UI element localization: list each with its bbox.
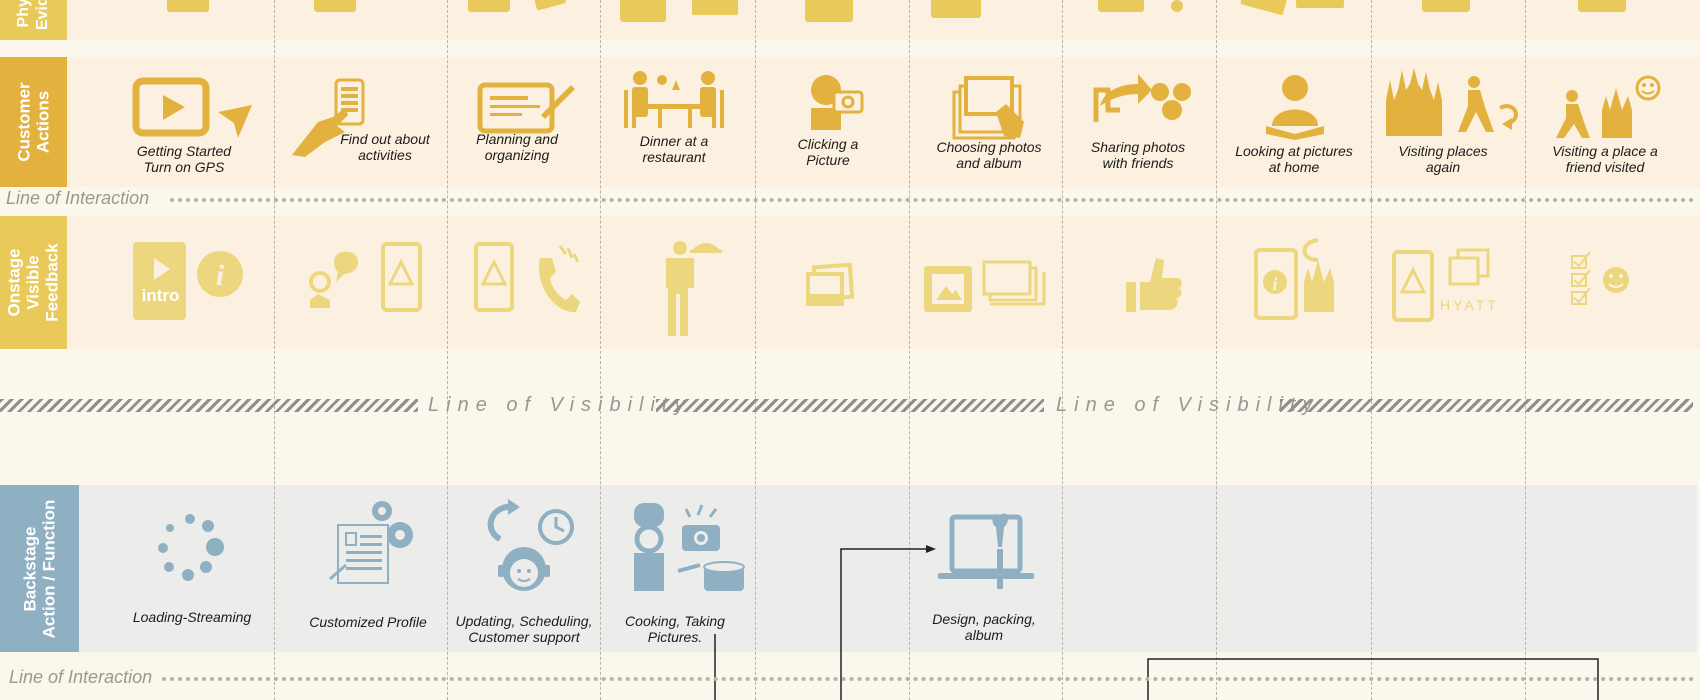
reading-person-icon — [1266, 75, 1324, 140]
alert-hotel-icon — [1392, 248, 1490, 322]
thumbs-up-icon — [1126, 258, 1182, 312]
checklist-smiley-icon — [1571, 251, 1629, 305]
backstage-action-label: Design, packing, album — [932, 611, 1036, 643]
intro-video-icon — [133, 242, 186, 320]
dinner-table-icon — [624, 71, 724, 128]
visiting-cathedral-icon — [1386, 68, 1518, 136]
visiting-friend-place-icon — [1556, 75, 1661, 138]
customer-action-label: Choosing photos and album — [936, 139, 1042, 171]
photo-album-icon — [952, 76, 1024, 140]
intro-label: intro — [141, 286, 180, 305]
profile-settings-icon — [329, 501, 413, 584]
support-update-icon — [487, 499, 574, 591]
line-of-visibility — [1280, 399, 1693, 412]
column-divider — [755, 0, 756, 700]
customer-action-label: Looking at pictures at home — [1235, 143, 1353, 175]
play-video-icon — [132, 77, 252, 138]
column-divider — [600, 0, 601, 700]
customer-action-label: Find out about activities — [340, 131, 430, 163]
row-label-evidence: Physical Evidence — [0, 0, 67, 40]
alert-phone-icon — [474, 242, 580, 313]
waiter-icon — [666, 241, 722, 336]
column-divider — [1371, 0, 1372, 700]
share-smiley-icon — [1093, 74, 1191, 122]
line-of-interaction — [162, 677, 1695, 681]
line-of-visibility — [656, 399, 1044, 412]
evidence-icons — [167, 0, 1626, 22]
customer-action-label: Sharing photos with friends — [1090, 139, 1186, 171]
row-label-onstage: Onstage Visible Feedback — [0, 216, 67, 349]
column-divider — [274, 0, 275, 700]
customer-action-label: Visiting places again — [1398, 143, 1488, 175]
svg-text:i: i — [216, 259, 225, 292]
framed-pictures-icon — [924, 260, 1046, 312]
connector-arrow — [840, 548, 930, 700]
line-of-visibility-label: Line of Visibility — [1056, 394, 1320, 416]
onstage-feedback-icons: i — [133, 238, 1629, 336]
backstage-icons — [158, 499, 1034, 591]
backstage-action-label: Updating, Scheduling, Customer support — [455, 613, 593, 645]
line-of-visibility — [0, 399, 418, 412]
row-label-backstage: Backstage Action / Function — [0, 485, 79, 652]
arrowhead-icon — [926, 545, 936, 553]
column-divider — [909, 0, 910, 700]
planning-form-icon — [477, 82, 575, 134]
customer-action-label: Dinner at a restaurant — [639, 133, 709, 165]
customer-action-icons — [132, 68, 1661, 157]
hyatt-label: HYATT — [1440, 297, 1499, 313]
backstage-action-label: Customized Profile — [309, 614, 427, 630]
row-label-customer-actions: Customer Actions — [0, 57, 67, 187]
person-camera-icon — [811, 75, 864, 130]
design-laptop-icon — [938, 513, 1034, 589]
loading-spinner-icon — [158, 514, 224, 581]
backstage-band — [0, 485, 1697, 652]
backstage-action-label: Cooking, Taking Pictures. — [625, 613, 725, 645]
line-of-visibility-label: Line of Visibility — [428, 394, 692, 416]
customer-action-label: Clicking a Picture — [797, 136, 859, 168]
column-divider — [1062, 0, 1063, 700]
column-divider — [1525, 0, 1526, 700]
column-divider — [447, 0, 448, 700]
customer-action-label: Planning and organizing — [476, 131, 558, 163]
backstage-action-label: Loading-Streaming — [132, 609, 252, 625]
column-divider — [1216, 0, 1217, 700]
support-alert-icon — [309, 242, 422, 312]
customer-action-label: Visiting a place a friend visited — [1552, 143, 1658, 175]
info-icon: i — [197, 251, 243, 297]
line-of-interaction-label: Line of Interaction — [9, 667, 153, 687]
svg-text:i: i — [1272, 274, 1277, 294]
line-of-interaction-label: Line of Interaction — [6, 188, 150, 208]
line-of-interaction — [170, 198, 1695, 202]
chef-camera-icon — [634, 503, 745, 591]
customer-action-label: Getting Started Turn on GPS — [136, 143, 232, 175]
info-cathedral-icon: i — [1254, 238, 1334, 320]
photos-stack-icon — [806, 262, 855, 306]
hand-phone-icon — [292, 78, 365, 157]
